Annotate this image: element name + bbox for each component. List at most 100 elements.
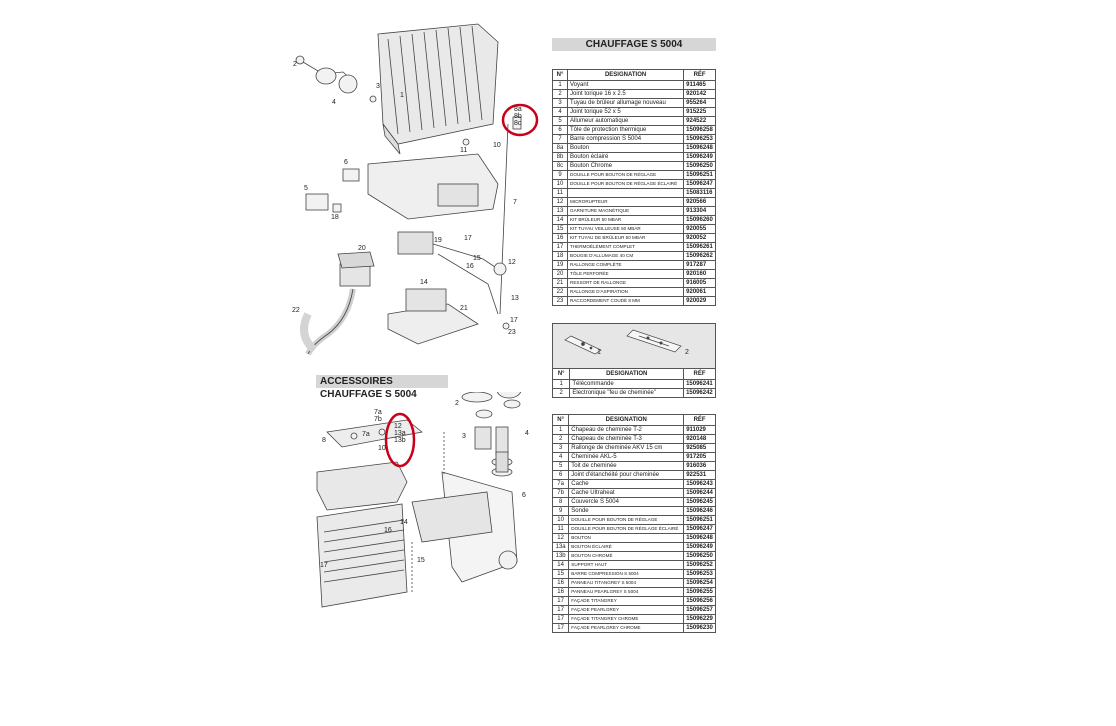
cell-num: 13a	[551, 542, 570, 552]
cell-num: 16	[551, 233, 569, 243]
cell-num: 23	[551, 296, 569, 306]
cell-des: Rallonge de cheminée AKV 15 cm	[568, 443, 685, 453]
cell-ref: 15096247	[683, 179, 716, 189]
col-num: N°	[551, 414, 570, 426]
cell-num: 8c	[551, 161, 569, 171]
cell-des: FAÇADE TITANGREY CHROME	[568, 614, 685, 624]
svg-text:10: 10	[378, 445, 386, 452]
cell-num: 10	[551, 179, 569, 189]
svg-text:16: 16	[466, 263, 474, 270]
cell-des: PANNEAU TITANGREY S 5004	[568, 578, 685, 588]
cell-des: BOUGIE D'ALLUMAGE 40 CM	[567, 251, 685, 261]
cell-des: SUPPORT HAUT	[568, 560, 685, 570]
cell-ref: 15096244	[683, 488, 716, 498]
cell-num: 14	[551, 560, 570, 570]
cell-num: 13b	[551, 551, 570, 561]
cell-des: Couvercle S 5004	[568, 497, 685, 507]
svg-text:7a: 7a	[362, 431, 370, 438]
cell-ref: 916036	[683, 461, 716, 471]
cell-ref: 15096256	[683, 596, 716, 606]
cell-des: TÔLE PERFORÉE	[567, 269, 685, 279]
cell-num: 12	[551, 197, 569, 207]
cell-num: 16	[551, 587, 570, 597]
cell-num: 4	[551, 107, 569, 117]
cell-ref: 15096248	[683, 533, 716, 543]
cell-des: BOUTON ÉCLAIRÉ	[568, 542, 685, 552]
cell-des: FAÇADE PEARLGREY CHROME	[568, 623, 685, 633]
svg-text:18: 18	[331, 214, 339, 221]
cell-ref: 15096247	[683, 524, 716, 534]
cell-num: 1	[551, 80, 569, 90]
cell-num: 15	[551, 569, 570, 579]
cell-ref: 15096254	[683, 578, 716, 588]
cell-num: 17	[551, 605, 570, 615]
svg-text:4: 4	[332, 99, 336, 106]
svg-text:21: 21	[460, 305, 468, 312]
cell-ref: 920160	[683, 269, 716, 279]
cell-num: 17	[551, 242, 569, 252]
cell-ref: 15096250	[683, 161, 716, 171]
svg-text:8: 8	[322, 437, 326, 444]
cell-num: 2	[551, 388, 571, 398]
cell-des: BARRE COMPRESSION S 5004	[568, 569, 685, 579]
cell-num: 17	[551, 623, 570, 633]
cell-ref: 15096230	[683, 623, 716, 633]
cell-ref: 15083116	[683, 188, 716, 198]
cell-des: FAÇADE PEARLGREY	[568, 605, 685, 615]
cell-des: BOUTON	[568, 533, 685, 543]
cell-des: Bouton	[567, 143, 685, 153]
cell-num: 5	[551, 461, 570, 471]
cell-des: Voyant	[567, 80, 685, 90]
cell-ref: 955264	[683, 98, 716, 108]
cell-ref: 15096251	[683, 170, 716, 180]
cell-ref: 915225	[683, 107, 716, 117]
cell-des: KIT BRÛLEUR 50 MBAR	[567, 215, 685, 225]
cell-des: BOUTON CHROMÉ	[568, 551, 685, 561]
cell-des: Cache Ultraheat	[568, 488, 685, 498]
svg-text:8a: 8a	[514, 106, 522, 113]
cell-num: 11	[551, 188, 569, 198]
cell-ref: 922531	[683, 470, 716, 480]
cell-num: 14	[551, 215, 569, 225]
cell-ref: 920142	[683, 89, 716, 99]
cell-num: 3	[551, 443, 570, 453]
cell-ref: 15096249	[683, 542, 716, 552]
cell-des: Joint torique 16 x 2.5	[567, 89, 685, 99]
cell-des: RACCORDEMENT COUDÉ 8 MM	[567, 296, 685, 306]
svg-text:5: 5	[304, 185, 308, 192]
col-designation: DESIGNATION	[569, 368, 685, 380]
svg-text:17: 17	[510, 317, 518, 324]
cell-des: MICRORUPTEUR	[567, 197, 685, 207]
cell-num: 7	[551, 134, 569, 144]
svg-text:3: 3	[376, 83, 380, 90]
cell-num: 3	[551, 98, 569, 108]
svg-text:17: 17	[464, 235, 472, 242]
svg-text:16: 16	[384, 527, 392, 534]
cell-ref: 911029	[683, 425, 716, 435]
svg-text:15: 15	[473, 255, 481, 262]
svg-text:3: 3	[462, 433, 466, 440]
cell-num: 9	[551, 506, 570, 516]
col-num: N°	[551, 368, 571, 380]
cell-des: Chapeau de cheminée T-3	[568, 434, 685, 444]
cell-des: PANNEAU PEARLGREY S 5004	[568, 587, 685, 597]
cell-des: Tôle de protection thermique	[567, 125, 685, 135]
cell-num: 8b	[551, 152, 569, 162]
